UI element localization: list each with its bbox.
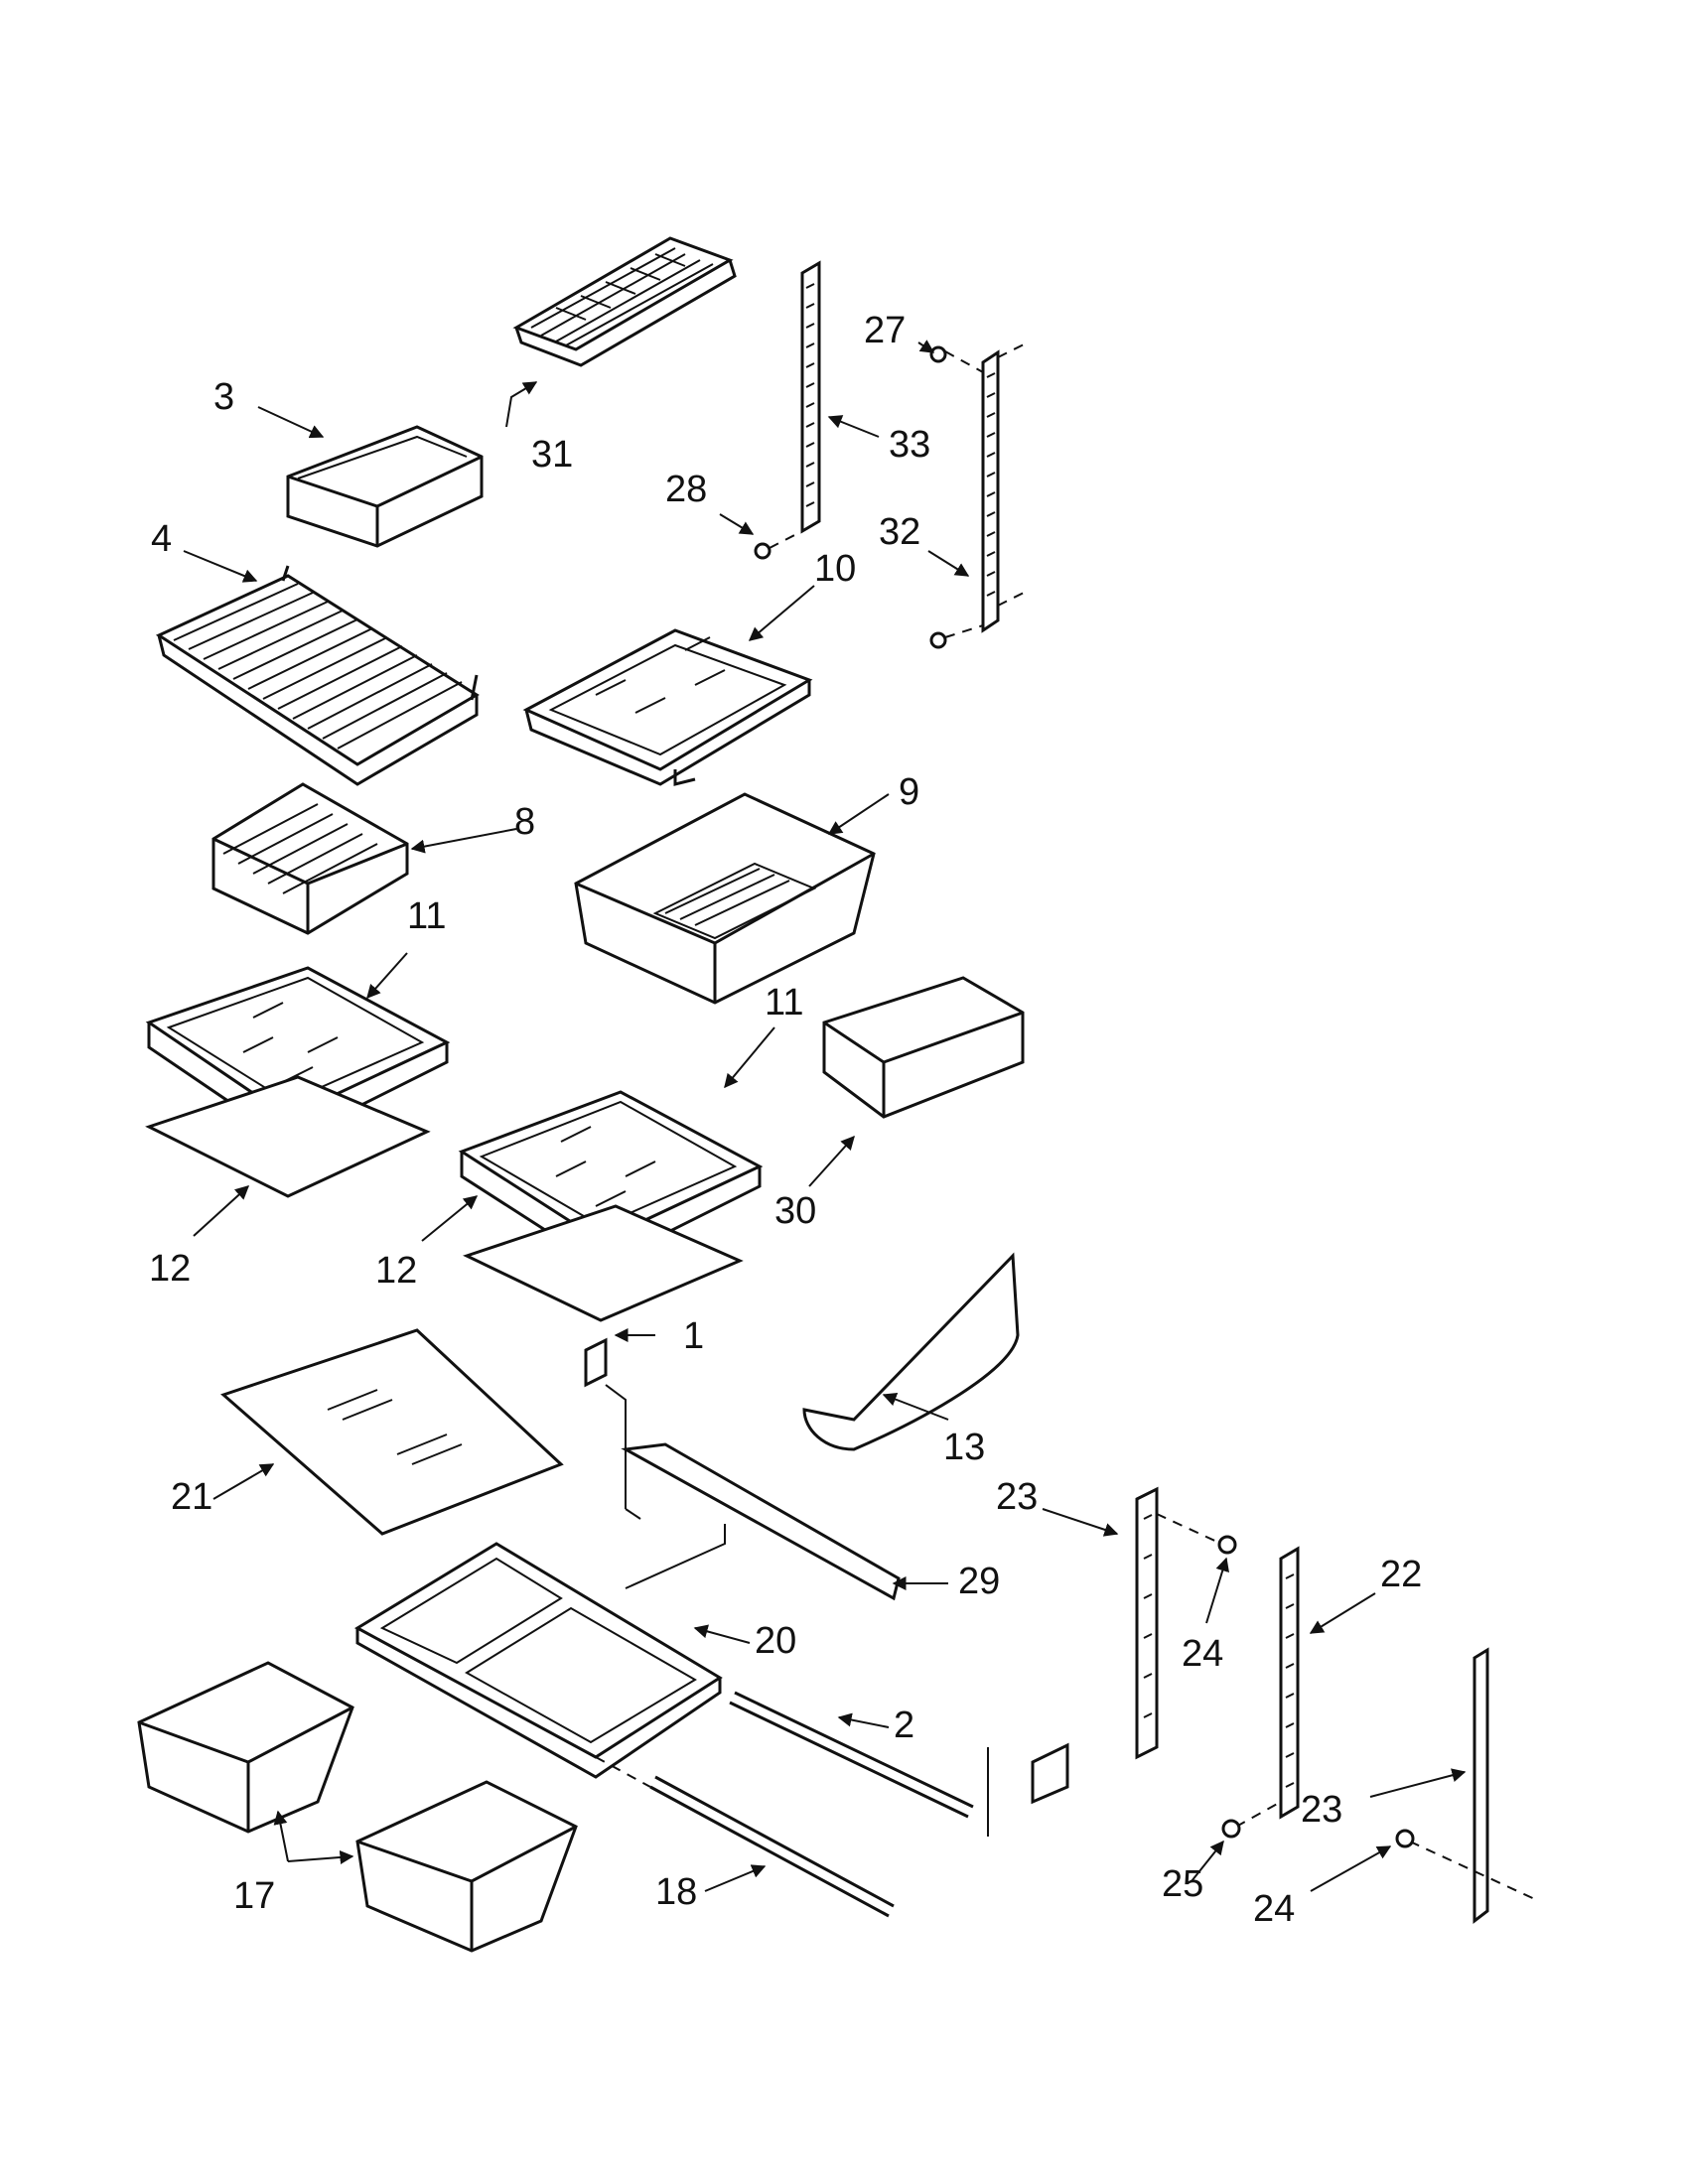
- callout-11-left: 11: [407, 895, 446, 937]
- screw-25: [1221, 1819, 1241, 1839]
- door-bin-part: [822, 976, 1025, 1119]
- callout-33: 33: [889, 424, 930, 466]
- callout-28: 28: [665, 469, 707, 510]
- callout-23-bottom: 23: [1301, 1789, 1342, 1831]
- right-bracket: [987, 1742, 1069, 1837]
- ladder-part-23b: [1409, 1647, 1540, 1925]
- callout-8: 8: [514, 801, 535, 843]
- glass-panel-part: [220, 1328, 564, 1536]
- callout-11-right: 11: [765, 982, 803, 1024]
- drawer-part-17a: [137, 1661, 354, 1834]
- callout-12-right: 12: [375, 1250, 417, 1292]
- curved-cover-part: [802, 1252, 1020, 1451]
- screw-24b: [1395, 1829, 1415, 1848]
- wire-basket-part: [211, 782, 409, 935]
- callout-24-bottom: 24: [1253, 1888, 1295, 1930]
- callout-10: 10: [814, 548, 856, 590]
- callout-13: 13: [943, 1427, 985, 1468]
- rod-part-2: [729, 1691, 974, 1819]
- callout-3: 3: [213, 376, 234, 418]
- screw-32: [929, 624, 984, 649]
- callout-20: 20: [755, 1620, 796, 1662]
- ice-tray-part: [512, 236, 737, 367]
- wire-shelf-part: [155, 565, 480, 786]
- screw-27: [929, 345, 984, 373]
- callout-9: 9: [899, 771, 919, 813]
- ladder-part-22: [1235, 1546, 1300, 1828]
- callout-24-top: 24: [1182, 1633, 1223, 1675]
- rod-part-18: [595, 1756, 895, 1918]
- shelf-frame-part: [353, 1542, 723, 1779]
- callout-1: 1: [683, 1315, 704, 1357]
- screw-24a: [1217, 1535, 1237, 1555]
- callout-31: 31: [531, 434, 573, 476]
- callout-22: 22: [1380, 1554, 1422, 1595]
- ladder-part-23a: [1135, 1486, 1222, 1760]
- small-bin-part: [286, 425, 484, 548]
- glass-shelf-left: [145, 966, 451, 1198]
- callout-2: 2: [894, 1705, 914, 1746]
- callout-4: 4: [151, 518, 172, 560]
- cover-part-29: [621, 1442, 901, 1601]
- glass-shelf-part-10: [522, 628, 813, 786]
- callout-27: 27: [864, 310, 906, 351]
- screw-28: [754, 530, 803, 560]
- callout-21: 21: [171, 1476, 212, 1518]
- callout-labels: 3 4 31 33 28 27 32 10 8 9 11 11 12 12 30…: [149, 310, 1422, 1930]
- shelf-ladder-33: [800, 260, 821, 534]
- crisper-drawer-part: [574, 792, 876, 1005]
- drawer-part-17b: [355, 1780, 578, 1953]
- leader-arrows: [183, 340, 1467, 1892]
- glass-shelf-right: [458, 1090, 764, 1322]
- callout-29: 29: [958, 1561, 1000, 1602]
- shelf-ladder-32: [981, 341, 1029, 633]
- callout-23-top: 23: [996, 1476, 1038, 1518]
- callout-12-left: 12: [149, 1248, 191, 1290]
- callout-25: 25: [1162, 1863, 1203, 1905]
- callout-18: 18: [655, 1871, 697, 1913]
- callout-17: 17: [233, 1875, 275, 1917]
- bracket-part-1: [584, 1337, 641, 1520]
- callout-32: 32: [879, 511, 920, 553]
- callout-30: 30: [774, 1190, 816, 1232]
